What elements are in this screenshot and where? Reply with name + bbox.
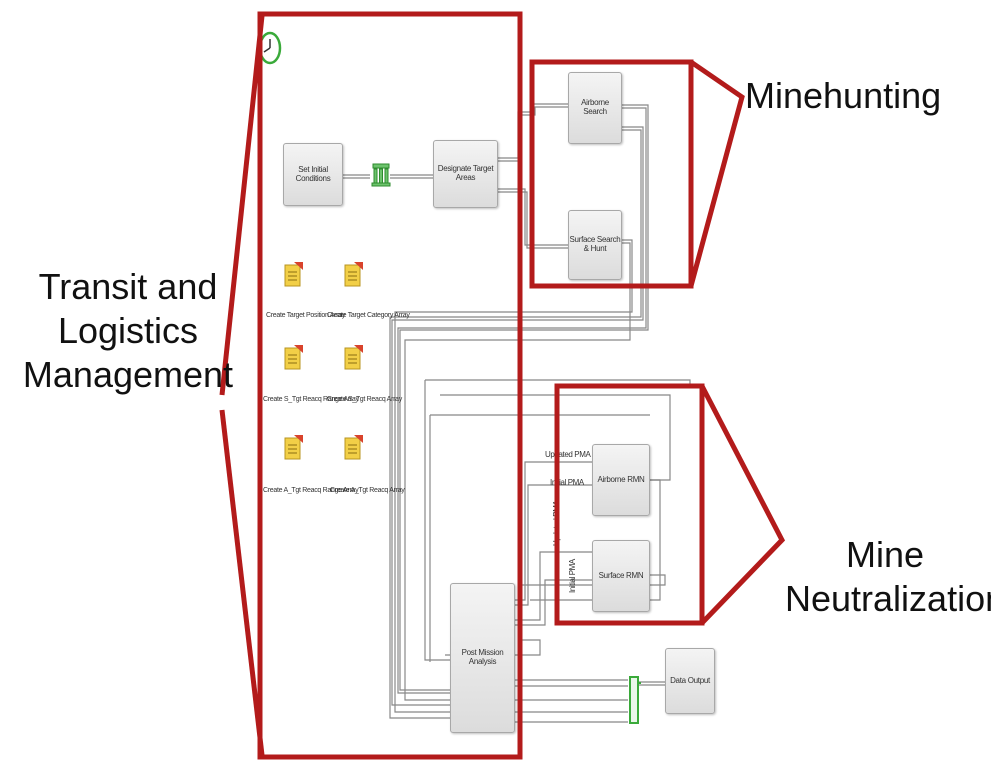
array-label: Create S_Tgt Reacq Array [327, 396, 402, 403]
block-label: Airborne Search [581, 98, 609, 116]
bus-icon [629, 676, 641, 724]
block-label: Data Output [670, 675, 710, 685]
port-label: Initial PMA [550, 478, 584, 487]
neutralization-callout: Mine Neutralization [785, 533, 991, 621]
clock-icon [258, 31, 282, 65]
array-label: Create S_Tgt Reacq Range Array [263, 396, 359, 403]
transit-pointer-lower [219, 409, 265, 756]
minehunting-callout: Minehunting [745, 75, 942, 116]
document-icon [284, 435, 303, 460]
transit-callout: Transit and Logistics Management [8, 265, 248, 397]
transit-highlight-box [257, 11, 523, 760]
surface-rmn-block[interactable]: Surface RMN [592, 540, 650, 612]
data-output-block[interactable]: Data Output [665, 648, 715, 714]
document-icon [284, 262, 303, 287]
airborne-search-block[interactable]: Airborne Search [568, 72, 622, 144]
array-label: Create A_Tgt Reacq Array [330, 487, 405, 494]
surface-search-hunt-block[interactable]: Surface Search & Hunt [568, 210, 622, 280]
array-label: Create Target Position Array [266, 312, 346, 319]
minehunting-highlight-box [529, 59, 694, 289]
document-icon [344, 262, 363, 287]
post-mission-analysis-block[interactable]: Post Mission Analysis [450, 583, 515, 733]
airborne-rmn-block[interactable]: Airborne RMN [592, 444, 650, 516]
document-icon [344, 435, 363, 460]
document-icon [284, 345, 303, 370]
transit-pointer-upper [219, 15, 265, 396]
minehunting-pointer [688, 59, 745, 287]
block-label: Post Mission Analysis [461, 648, 504, 666]
callout-line: Transit and [38, 266, 218, 307]
array-label: Create A_Tgt Reacq Range Array [263, 487, 359, 494]
block-label: Surface RMN [598, 570, 644, 580]
callout-line: Mine [845, 534, 925, 575]
callout-line: Management [22, 353, 234, 395]
document-icon [344, 345, 363, 370]
block-label: Airborne RMN [597, 474, 645, 484]
neutralization-pointer [699, 384, 786, 625]
callout-line: Neutralization [785, 577, 991, 619]
set-initial-conditions-block[interactable]: Set Initial Conditions [283, 143, 343, 206]
gate-icon[interactable] [370, 161, 392, 187]
callout-line: Logistics [57, 309, 199, 351]
neutralization-highlight-box [554, 383, 705, 626]
block-label: Surface Search & Hunt [569, 235, 621, 253]
array-label: Create Target Category Array [327, 312, 410, 319]
designate-target-areas-block[interactable]: Designate Target Areas [433, 140, 498, 208]
block-label: Designate Target Areas [437, 164, 494, 182]
block-label: Set Initial Conditions [295, 164, 331, 183]
port-label: Updated PMA [545, 450, 591, 459]
